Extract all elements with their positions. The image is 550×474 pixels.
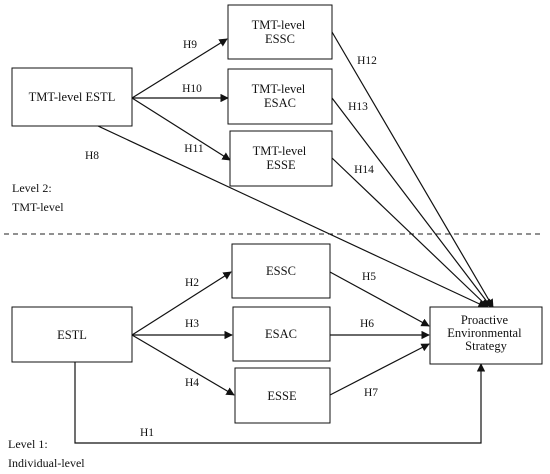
arrow-h13 (331, 97, 492, 308)
tmt-estl-line-1: TMT-level ESTL (29, 90, 116, 104)
level-2-line-2: TMT-level (12, 200, 64, 214)
arrow-h5 (329, 271, 430, 327)
pes-line-1: Proactive (461, 313, 509, 327)
tmt-esse-box (229, 130, 333, 187)
arrow-h14 (331, 157, 489, 308)
esac-line-1: ESAC (265, 327, 297, 341)
label-h2: H2 (185, 277, 199, 289)
label-h3: H3 (185, 318, 199, 330)
essc-line-1: ESSC (266, 264, 296, 278)
label-h7: H7 (364, 387, 378, 399)
level-labels: Level 2: TMT-level Level 1: Individual-l… (8, 181, 85, 470)
pes-label: Proactive Environmental Strategy (447, 313, 524, 353)
proactive-environmental-strategy-box (429, 306, 543, 365)
label-h10: H10 (182, 83, 202, 95)
level-2-label: Level 2: TMT-level (12, 181, 64, 214)
tmt-essc-line-2: ESSC (265, 32, 295, 46)
label-h11: H11 (184, 143, 204, 155)
tmt-esse-label: TMT-level ESSE (253, 144, 310, 172)
arrow-h12 (331, 31, 494, 308)
esac-box (232, 306, 331, 362)
label-h14: H14 (354, 164, 374, 176)
pes-line-3: Strategy (465, 339, 507, 353)
label-h9: H9 (183, 39, 197, 51)
tmt-esac-box (227, 68, 333, 125)
tmt-estl-label: TMT-level ESTL (29, 90, 116, 104)
tmt-esse-line-1: TMT-level (253, 144, 307, 158)
tmt-esse-line-2: ESSE (266, 158, 296, 172)
arrow-h9 (131, 38, 228, 99)
tmt-esac-line-1: TMT-level (252, 82, 306, 96)
tmt-essc-label: TMT-level ESSC (252, 18, 309, 46)
esse-box (234, 367, 331, 424)
estl-label: ESTL (57, 328, 87, 342)
label-h13: H13 (348, 101, 368, 113)
hypothesis-labels: H9 H10 H11 H8 H12 H13 H14 H2 H3 H4 H5 H6… (85, 39, 378, 439)
pes-line-2: Environmental (447, 326, 522, 340)
label-h6: H6 (360, 318, 374, 330)
arrow-h7 (329, 343, 430, 396)
level-2-line-1: Level 2: (12, 181, 52, 195)
boxes (11, 4, 543, 424)
tmt-esac-line-2: ESAC (264, 96, 296, 110)
label-h8: H8 (85, 150, 99, 162)
node-labels: TMT-level ESTL TMT-level ESSC TMT-level … (29, 18, 524, 403)
tmt-essc-box (227, 4, 333, 60)
estl-box (11, 306, 133, 363)
arrow-h11 (131, 97, 231, 161)
tmt-essc-line-1: TMT-level (252, 18, 306, 32)
level-1-label: Level 1: Individual-level (8, 437, 85, 470)
tmt-estl-box (11, 67, 133, 127)
level-1-line-1: Level 1: (8, 437, 48, 451)
essc-box (231, 243, 331, 299)
esse-label: ESSE (267, 389, 297, 403)
level-1-line-2: Individual-level (8, 456, 85, 470)
arrow-h1 (74, 362, 486, 444)
label-h4: H4 (185, 377, 199, 389)
tmt-esac-label: TMT-level ESAC (252, 82, 309, 110)
arrows (74, 31, 494, 444)
label-h1: H1 (140, 427, 154, 439)
label-h5: H5 (362, 271, 376, 283)
arrow-h4 (131, 334, 235, 396)
essc-label: ESSC (266, 264, 296, 278)
estl-line-1: ESTL (57, 328, 87, 342)
arrow-h8 (97, 125, 487, 308)
esse-line-1: ESSE (267, 389, 297, 403)
label-h12: H12 (357, 55, 377, 67)
esac-label: ESAC (265, 327, 297, 341)
arrow-h2 (131, 271, 232, 336)
